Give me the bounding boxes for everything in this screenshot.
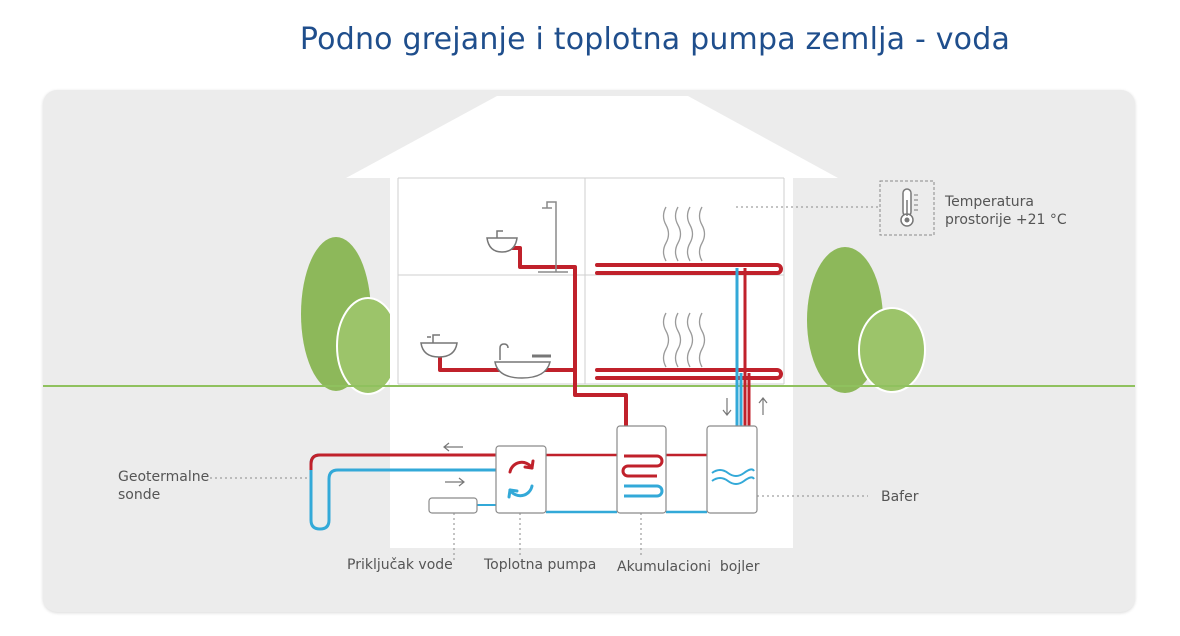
tree-icon-right <box>807 247 926 393</box>
tree-icon-left <box>301 237 400 395</box>
heat-waves-icon-upper <box>662 206 706 262</box>
water-connection-box <box>428 497 478 514</box>
storage-boiler-unit <box>616 425 667 514</box>
thermometer-icon <box>879 180 935 236</box>
room-temperature-label-line1: Temperatura <box>945 194 1034 210</box>
water-connection-label: Priključak vode <box>347 557 453 573</box>
geothermal-probes-label-line2: sonde <box>118 487 161 503</box>
geothermal-probes-label-line1: Geotermalne <box>118 469 210 485</box>
heat-pump-cycle-icon <box>507 459 535 499</box>
floor-heating-upper <box>595 263 783 275</box>
storage-boiler-label: Akumulacioni bojler <box>617 559 760 575</box>
floor-heating-lower <box>595 368 783 380</box>
bathtub-icon <box>494 343 551 379</box>
geothermal-probes <box>309 453 496 531</box>
heat-pump-label: Toplotna pumpa <box>484 557 597 573</box>
sink-icon-upper <box>486 230 518 253</box>
heat-waves-icon-lower <box>662 312 706 368</box>
flow-arrows-buffer <box>722 397 768 416</box>
buffer-label: Bafer <box>881 489 919 505</box>
house <box>346 96 838 548</box>
page-title: Podno grejanje i toplotna pumpa zemlja -… <box>299 22 1011 57</box>
flow-arrows-pump <box>443 442 465 487</box>
shower-icon <box>538 201 568 273</box>
room-temperature-label-line2: prostorije +21 °C <box>945 212 1067 228</box>
sink-icon-lower <box>420 334 458 358</box>
heat-pump-unit <box>495 445 547 514</box>
leader-lines <box>210 206 880 560</box>
buffer-tank-unit <box>706 425 758 514</box>
